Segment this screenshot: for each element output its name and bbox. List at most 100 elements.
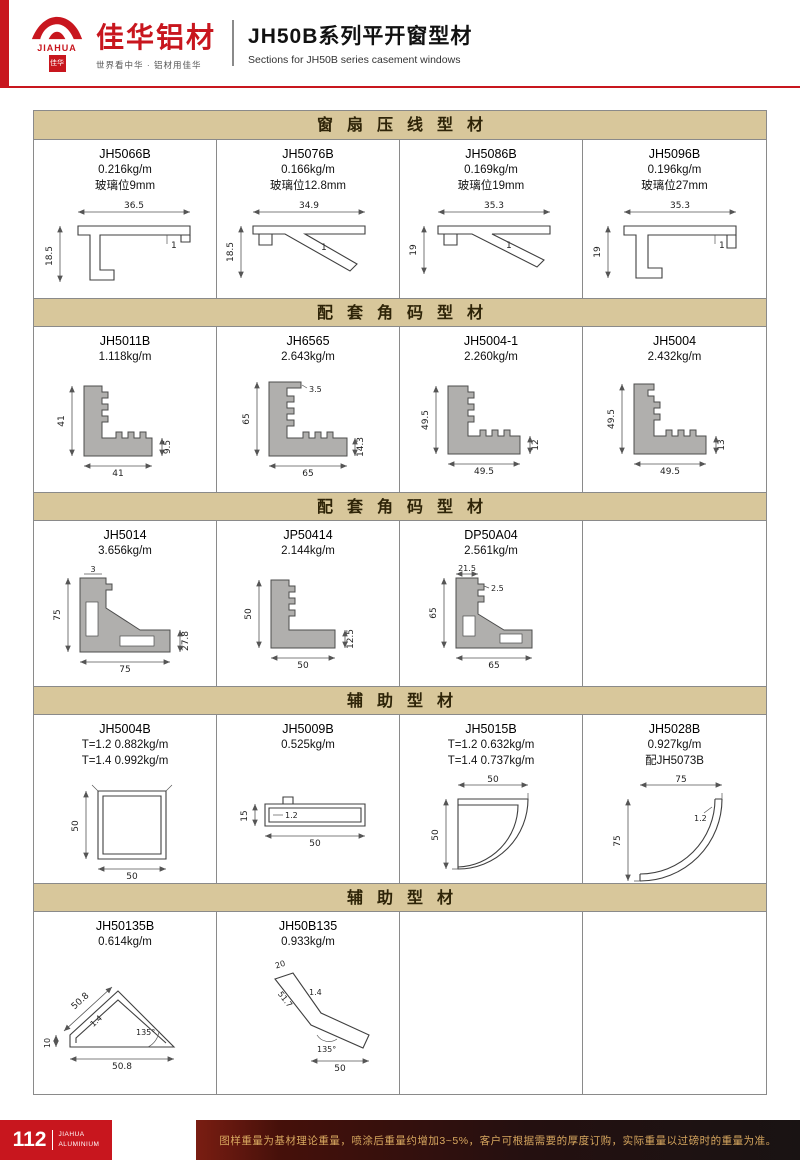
profile-drawing: 49.5 49.5 12	[421, 385, 541, 477]
dim-label: 75	[119, 665, 130, 675]
profile-detail	[638, 798, 722, 882]
profile-weight: 0.933kg/m	[281, 936, 335, 948]
profile-spec: T=1.2 0.882kg/m	[81, 739, 169, 751]
page-header: JIAHUA 佳华 佳华铝材 世界看中华 · 铝材用佳华 JH50B系列平开窗型…	[0, 0, 800, 88]
profile-cavity	[499, 633, 523, 643]
profile-model: JH5096B	[648, 147, 701, 161]
dim-label: 50.8	[112, 1062, 132, 1072]
profile-shape	[79, 577, 171, 653]
profile-note: 玻璃位12.8mm	[269, 179, 347, 192]
profile-shape	[268, 806, 362, 823]
dim-label: 50	[431, 829, 441, 841]
profile-drawing: 21.5 2.5 65 65	[429, 564, 533, 671]
profile-cell-jh50135b: JH50135B 0.614kg/m 135° 50.8 10 1.4 50.8	[34, 912, 217, 1094]
brand-name: 佳华铝材	[96, 21, 217, 53]
profile-cavity	[85, 601, 99, 636]
profile-note: 玻璃位19mm	[457, 179, 525, 192]
dim-label: 75	[613, 835, 623, 846]
profile-shape	[274, 971, 370, 1049]
profile-shape	[264, 802, 366, 827]
profile-model: JH5076B	[282, 147, 334, 161]
profile-shape	[180, 235, 191, 243]
profile-drawing: 20 1.4 51.7 135° 50	[274, 958, 370, 1074]
brand-logo: JIAHUA 佳华	[26, 14, 88, 72]
profile-drawing: 50 50	[431, 775, 529, 870]
profile-shape	[622, 225, 737, 279]
profile-drawing: 65 3.5 14.3 65	[242, 381, 366, 479]
profile-shape	[443, 234, 458, 246]
dim-label: 50	[244, 608, 254, 620]
dim-label: 41	[112, 469, 123, 479]
profile-weight: 2.432kg/m	[647, 351, 702, 363]
dim-label: 15	[240, 810, 250, 821]
profile-note: 配JH5073B	[645, 754, 704, 767]
dim-label: 49.5	[607, 408, 617, 428]
brand-en-label: JIAHUA	[37, 43, 77, 53]
dim-label: 50	[334, 1064, 346, 1074]
dim-label: 1	[506, 241, 512, 251]
page-title-block: JH50B系列平开窗型材 Sections for JH50B series c…	[248, 20, 472, 66]
dim-label: 18.5	[45, 246, 55, 266]
profile-note: 玻璃位27mm	[641, 179, 708, 192]
profile-shape	[457, 798, 529, 870]
profile-detail	[633, 793, 722, 882]
catalog-table: 窗扇压线型材 JH5066B 0.216kg/m 玻璃位9mm 36.5 18.…	[33, 110, 767, 1095]
footer-note: 图样重量为基材理论重量，喷涂后重量约增加3~5%，客户可根据需要的厚度订购，实际…	[196, 1120, 800, 1160]
dim-label: 65	[302, 469, 313, 479]
dim-label: 35.3	[669, 201, 689, 211]
section-row: JH5011B 1.118kg/m 41 41 9.5 JH6565 2.643…	[34, 327, 766, 492]
profile-shape	[69, 989, 176, 1048]
section-row: JH5066B 0.216kg/m 玻璃位9mm 36.5 18.5 1 JH5…	[34, 140, 766, 298]
profile-weight: 0.166kg/m	[281, 164, 335, 176]
page-number-badge: 112 JIAHUA ALUMINIUM	[0, 1120, 112, 1160]
profile-model: JH5009B	[282, 722, 334, 736]
section-title: 配套角码型材	[34, 298, 766, 327]
dim-label: 35.3	[484, 201, 504, 211]
profile-model: JH5086B	[465, 147, 517, 161]
dim-label: 20	[274, 958, 286, 970]
profile-drawing: 35.3 19 1	[593, 201, 737, 279]
profile-cell-jh5076b: JH5076B 0.166kg/m 玻璃位12.8mm 34.9 18.5 1	[217, 140, 400, 298]
angle-arc	[147, 1030, 160, 1047]
dim-label: 1.2	[694, 814, 707, 823]
profile-shape	[97, 790, 167, 860]
dim-label: 65	[242, 413, 252, 424]
profile-weight: 2.561kg/m	[464, 545, 518, 557]
dim-label: 135°	[317, 1045, 336, 1054]
section-title: 窗扇压线型材	[34, 111, 766, 140]
footer-brand-line1: JIAHUA	[58, 1131, 85, 1139]
profile-cell-jh5015b: JH5015B T=1.2 0.632kg/m T=1.4 0.737kg/m …	[400, 715, 583, 883]
profile-cavity	[462, 615, 476, 636]
dim-line	[703, 806, 712, 814]
profile-weight: 2.643kg/m	[281, 351, 335, 363]
profile-drawing: 50 50	[71, 784, 173, 881]
profile-cell-jp50414: JP50414 2.144kg/m 50 50 12.5	[217, 521, 400, 686]
profile-drawing: 41 41 9.5	[57, 385, 173, 479]
profile-model: JP50414	[283, 528, 333, 542]
profile-drawing: 75 75 1.2	[613, 775, 723, 882]
dim-label: 41	[57, 415, 67, 426]
dim-label: 51.7	[276, 989, 294, 1009]
profile-detail	[452, 793, 529, 870]
dim-label: 50	[487, 775, 499, 785]
profile-drawing: 50 50 12.5	[244, 579, 356, 671]
profile-weight: 1.118kg/m	[98, 351, 152, 363]
profile-model: DP50A04	[464, 528, 518, 542]
brand-slogan: 世界看中华 · 铝材用佳华	[96, 59, 202, 70]
profile-model: JH50B135	[278, 919, 338, 933]
dim-line	[63, 986, 113, 1031]
jiahua-emblem-icon	[31, 16, 83, 40]
dim-label: 1	[321, 243, 327, 253]
profile-shape	[102, 795, 162, 855]
profile-shape	[633, 383, 706, 455]
dim-label: 50	[297, 661, 309, 671]
profile-drawing: 34.9 18.5 1	[226, 201, 366, 279]
profile-shape	[725, 235, 737, 249]
dim-label: 13	[717, 439, 727, 450]
profile-note: 玻璃位9mm	[94, 179, 156, 192]
profile-cell-jh5004: JH5004 2.432kg/m 49.5 49.5 13	[583, 327, 766, 492]
dim-label: 1	[171, 241, 177, 251]
empty-cell	[400, 912, 583, 1094]
dim-label: 3	[90, 565, 95, 574]
profile-drawing: 36.5 18.5 1	[45, 201, 191, 283]
